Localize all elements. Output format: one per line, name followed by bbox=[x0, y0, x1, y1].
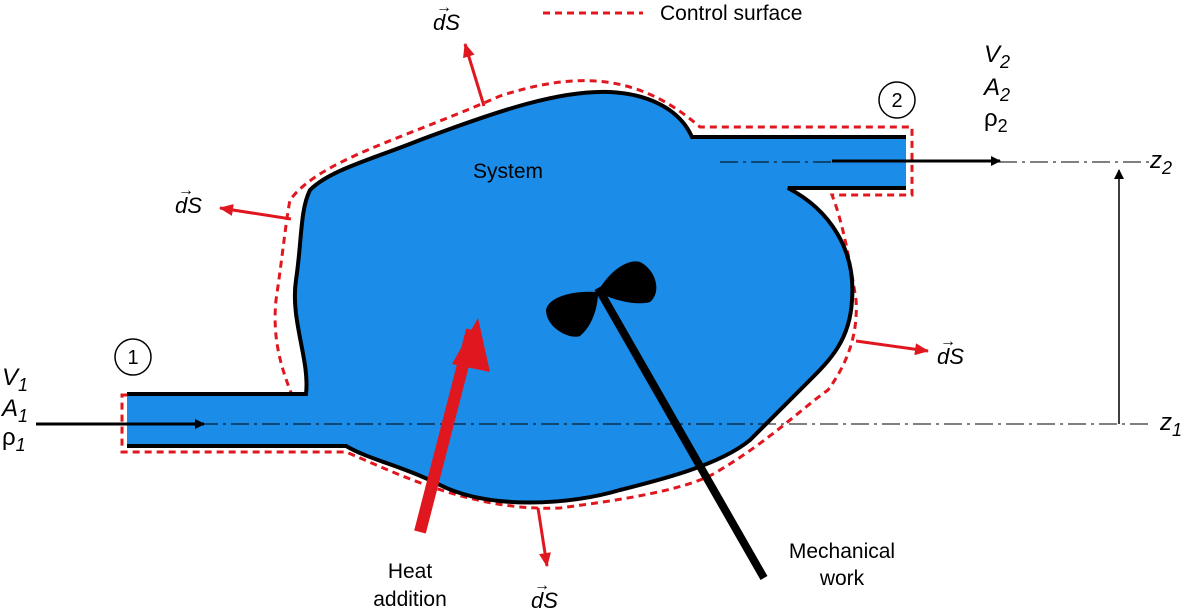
work-label-line2: work bbox=[819, 567, 865, 590]
control-surface bbox=[120, 79, 914, 510]
elevation-z1: z1 bbox=[1159, 409, 1182, 440]
ds-vector-left: dS → bbox=[175, 182, 292, 221]
ds-label-left: dS bbox=[175, 193, 202, 218]
ds-label-top: dS bbox=[433, 10, 460, 35]
outlet-area: A2 bbox=[982, 74, 1010, 105]
outlet-velocity: V2 bbox=[984, 41, 1010, 72]
ds-arrow-right: → bbox=[940, 333, 956, 350]
station-1-circle bbox=[114, 338, 152, 376]
ds-vector-right: dS → bbox=[855, 333, 964, 369]
system-body bbox=[127, 91, 906, 503]
legend-label: Control surface bbox=[660, 2, 802, 25]
work-label-line1: Mechanical bbox=[789, 540, 895, 563]
ds-label-right: dS bbox=[937, 344, 964, 369]
station-2-circle bbox=[878, 81, 916, 119]
station-2-label: 2 bbox=[891, 90, 902, 112]
ds-arrow-left: → bbox=[178, 182, 194, 199]
heat-label-line2: addition bbox=[373, 588, 447, 611]
outlet-density: ρ2 bbox=[984, 105, 1008, 136]
heat-label-line1: Heat bbox=[388, 560, 433, 583]
ds-vector-top: dS → bbox=[433, 0, 486, 107]
inlet-area: A1 bbox=[0, 395, 28, 426]
paddle-wheel-icon bbox=[546, 261, 657, 337]
ds-label-bottom: dS bbox=[531, 588, 558, 612]
system-outline bbox=[127, 89, 906, 505]
ds-arrow-top: → bbox=[436, 0, 452, 16]
ds-arrow-bottom: → bbox=[534, 577, 550, 594]
inlet-density: ρ1 bbox=[2, 424, 26, 455]
station-1-label: 1 bbox=[127, 347, 138, 369]
ds-vector-bottom: dS → bbox=[531, 507, 558, 612]
paddle-shaft bbox=[594, 286, 768, 580]
inlet-velocity: V1 bbox=[2, 364, 28, 395]
elevation-z2: z2 bbox=[1149, 147, 1172, 178]
system-label: System bbox=[473, 160, 543, 183]
heat-addition-arrowhead bbox=[452, 318, 490, 372]
